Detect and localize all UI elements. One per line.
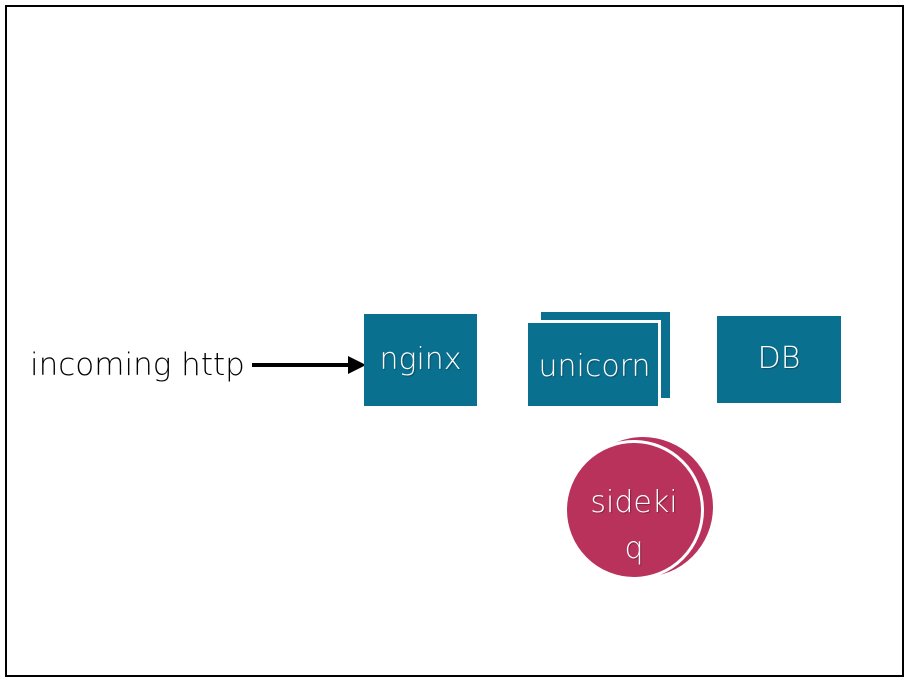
node-unicorn[interactable]: unicorn [528,312,673,407]
unicorn-label: unicorn [538,349,651,384]
unicorn-box-front-shape [528,320,661,406]
sidekiq-circle-front-shape [564,440,704,580]
node-nginx[interactable]: nginx [364,314,477,406]
incoming-http-label: incoming http [30,347,245,383]
nginx-label: nginx [379,342,462,377]
arrow-icon [252,356,366,374]
db-label: DB [757,341,801,376]
node-db[interactable]: DB [717,316,841,403]
db-box-shape [717,316,841,403]
nginx-box-shape [364,314,477,406]
sidekiq-label: sideki q [590,485,678,566]
http-to-nginx-arrow [252,348,368,382]
node-sidekiq[interactable]: sideki q [564,437,714,580]
